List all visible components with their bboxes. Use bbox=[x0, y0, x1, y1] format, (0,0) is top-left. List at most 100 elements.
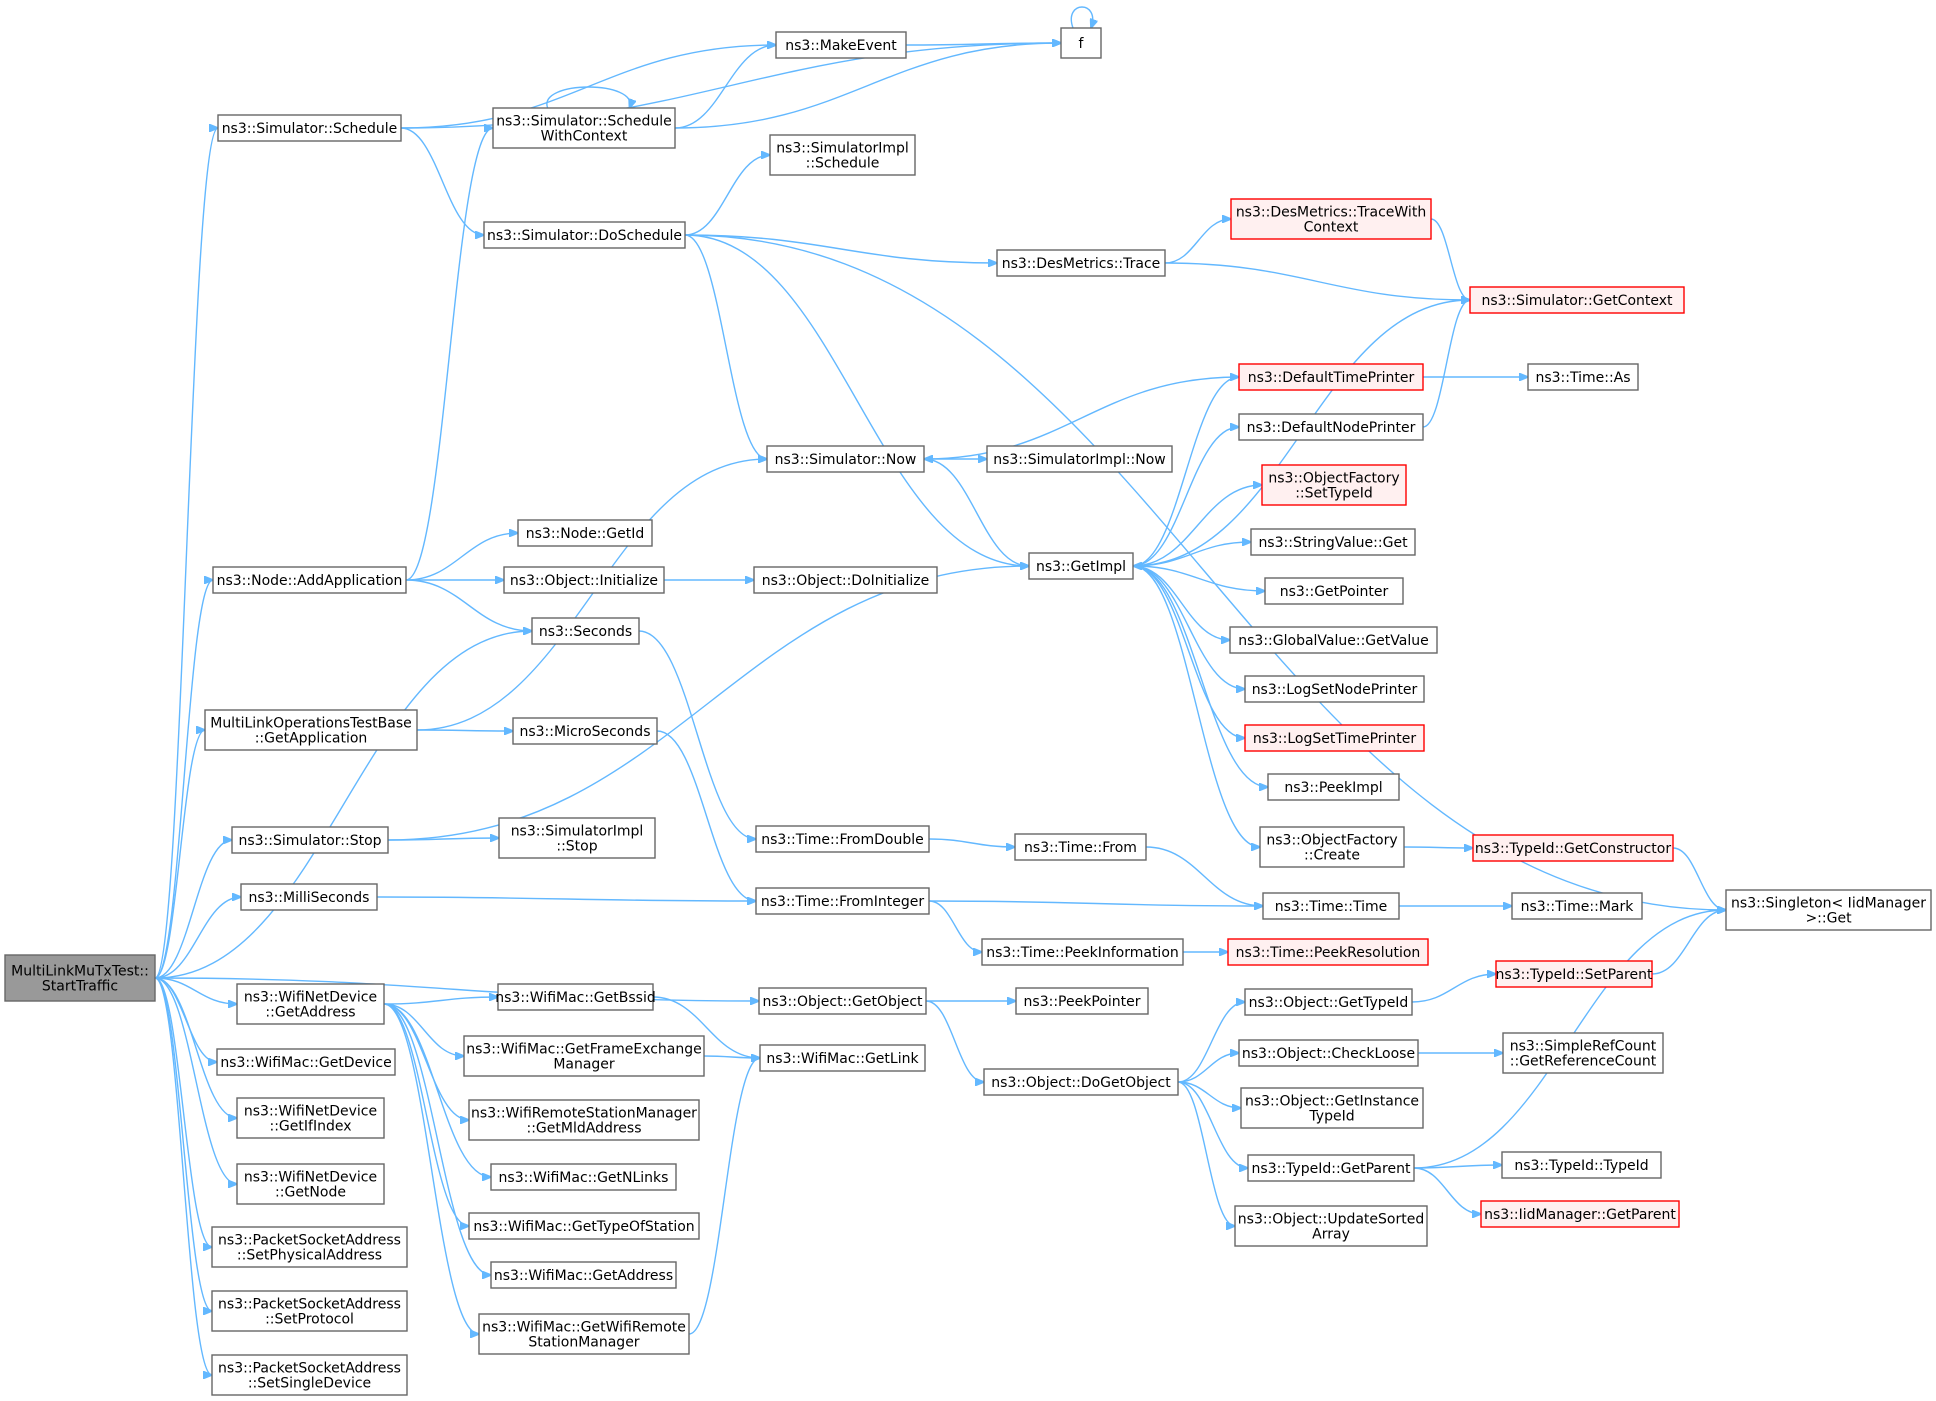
node-time-time[interactable]: ns3::Time::Time bbox=[1262, 892, 1400, 920]
node-box bbox=[1240, 1087, 1424, 1129]
node-wm-getlink[interactable]: ns3::WifiMac::GetLink bbox=[759, 1044, 926, 1072]
node-box bbox=[468, 1212, 700, 1240]
edge-line bbox=[405, 533, 518, 581]
node-label: ns3::WifiMac::GetNLinks bbox=[499, 1170, 669, 1186]
node-box bbox=[478, 1313, 690, 1355]
node-label: ns3::WifiNetDevice bbox=[244, 1104, 377, 1120]
node-time-fromdouble[interactable]: ns3::Time::FromDouble bbox=[755, 825, 930, 853]
node-peekimpl[interactable]: ns3::PeekImpl bbox=[1267, 773, 1400, 801]
node-sim-schedule[interactable]: ns3::Simulator::Schedule bbox=[217, 114, 402, 142]
node-box bbox=[1472, 834, 1674, 862]
node-time-peekinfo[interactable]: ns3::Time::PeekInformation bbox=[981, 938, 1184, 966]
node-wm-getaddress[interactable]: ns3::WifiMac::GetAddress bbox=[490, 1261, 677, 1289]
node-label: ns3::LogSetNodePrinter bbox=[1252, 682, 1418, 698]
node-obj-getobject[interactable]: ns3::Object::GetObject bbox=[758, 987, 927, 1015]
node-box bbox=[1238, 363, 1424, 391]
node-logsetnodeprinter[interactable]: ns3::LogSetNodePrinter bbox=[1244, 675, 1425, 703]
node-of-settypeid[interactable]: ns3::ObjectFactory::SetTypeId bbox=[1261, 464, 1407, 506]
node-node-addapp[interactable]: ns3::Node::AddApplication bbox=[212, 566, 407, 594]
node-time-peekres[interactable]: ns3::Time::PeekResolution bbox=[1227, 938, 1429, 966]
node-getimpl[interactable]: ns3::GetImpl bbox=[1028, 552, 1134, 580]
node-psa-setphys[interactable]: ns3::PacketSocketAddress::SetPhysicalAdd… bbox=[211, 1226, 408, 1268]
node-box bbox=[1247, 1154, 1415, 1182]
edge-line bbox=[154, 730, 205, 979]
node-psa-setsingle[interactable]: ns3::PacketSocketAddress::SetSingleDevic… bbox=[211, 1354, 408, 1396]
node-wm-getbssid[interactable]: ns3::WifiMac::GetBssid bbox=[495, 983, 656, 1011]
node-label: ::Create bbox=[1304, 848, 1360, 864]
node-box bbox=[1261, 464, 1407, 506]
edge-typeid-getparent-to-iidmanager-getparent bbox=[1413, 1167, 1481, 1214]
node-wm-gettypeofstation[interactable]: ns3::WifiMac::GetTypeOfStation bbox=[468, 1212, 700, 1240]
node-typeid-setparent[interactable]: ns3::TypeId::SetParent bbox=[1495, 960, 1653, 988]
node-time-from[interactable]: ns3::Time::From bbox=[1014, 833, 1147, 861]
node-defaultnodeprinter[interactable]: ns3::DefaultNodePrinter bbox=[1238, 413, 1424, 441]
edge-root-to-wnd-getnode bbox=[154, 977, 237, 1184]
node-time-fromint[interactable]: ns3::Time::FromInteger bbox=[755, 887, 930, 915]
node-of-create[interactable]: ns3::ObjectFactory::Create bbox=[1259, 826, 1405, 868]
node-defaulttimeprinter[interactable]: ns3::DefaultTimePrinter bbox=[1238, 363, 1424, 391]
node-peekpointer[interactable]: ns3::PeekPointer bbox=[1015, 987, 1149, 1015]
node-stringvalue-get[interactable]: ns3::StringValue::Get bbox=[1250, 528, 1416, 556]
node-simplerefcount[interactable]: ns3::SimpleRefCount::GetReferenceCount bbox=[1502, 1032, 1664, 1074]
edge-line bbox=[1164, 219, 1231, 264]
edge-getimpl-to-logsetnodeprinter bbox=[1132, 565, 1245, 689]
node-desmetrics-trace[interactable]: ns3::DesMetrics::Trace bbox=[996, 249, 1166, 277]
node-iidmanager-getparent[interactable]: ns3::IidManager::GetParent bbox=[1480, 1200, 1680, 1228]
node-microseconds[interactable]: ns3::MicroSeconds bbox=[512, 717, 658, 745]
node-label: ns3::MakeEvent bbox=[785, 38, 897, 54]
node-logsettimeprinter[interactable]: ns3::LogSetTimePrinter bbox=[1244, 724, 1425, 752]
node-sim-stop[interactable]: ns3::Simulator::Stop bbox=[231, 826, 389, 854]
node-wm-getnlinks[interactable]: ns3::WifiMac::GetNLinks bbox=[490, 1163, 677, 1191]
node-label: ns3::Time::Mark bbox=[1521, 899, 1635, 915]
node-simimpl-stop[interactable]: ns3::SimulatorImpl::Stop bbox=[498, 817, 656, 859]
edge-obj-dogetobject-to-obj-getinstancetypeid bbox=[1177, 1081, 1241, 1108]
node-getcontext[interactable]: ns3::Simulator::GetContext bbox=[1469, 286, 1685, 314]
node-sim-now[interactable]: ns3::Simulator::Now bbox=[766, 445, 925, 473]
node-typeid-getparent[interactable]: ns3::TypeId::GetParent bbox=[1247, 1154, 1415, 1182]
node-typeid-typeid[interactable]: ns3::TypeId::TypeId bbox=[1501, 1151, 1662, 1179]
node-wnd-getnode[interactable]: ns3::WifiNetDevice::GetNode bbox=[236, 1163, 385, 1205]
edge-obj-dogetobject-to-typeid-getparent bbox=[1177, 1081, 1248, 1168]
node-box bbox=[217, 114, 402, 142]
edge-line bbox=[1177, 1002, 1245, 1083]
node-simimpl-sched[interactable]: ns3::SimulatorImpl::Schedule bbox=[769, 134, 916, 176]
node-typeid-getctor[interactable]: ns3::TypeId::GetConstructor bbox=[1472, 834, 1674, 862]
edge-root-to-wnd-getaddress bbox=[154, 977, 237, 1004]
node-box bbox=[4, 954, 156, 1002]
node-box bbox=[1501, 1151, 1662, 1179]
node-obj-initialize[interactable]: ns3::Object::Initialize bbox=[503, 566, 665, 594]
node-obj-doinitialize[interactable]: ns3::Object::DoInitialize bbox=[753, 566, 938, 594]
node-obj-dogetobject[interactable]: ns3::Object::DoGetObject bbox=[983, 1068, 1179, 1096]
node-doschedule[interactable]: ns3::Simulator::DoSchedule bbox=[483, 221, 686, 249]
node-seconds[interactable]: ns3::Seconds bbox=[531, 617, 640, 645]
node-gv-getvalue[interactable]: ns3::GlobalValue::GetValue bbox=[1229, 626, 1438, 654]
node-getpointer[interactable]: ns3::GetPointer bbox=[1264, 577, 1404, 605]
node-wrsm-getmld[interactable]: ns3::WifiRemoteStationManager::GetMldAdd… bbox=[468, 1099, 700, 1141]
node-mlo-getapp[interactable]: MultiLinkOperationsTestBase::GetApplicat… bbox=[204, 709, 418, 751]
node-psa-setprotocol[interactable]: ns3::PacketSocketAddress::SetProtocol bbox=[211, 1290, 408, 1332]
node-simimpl-now[interactable]: ns3::SimulatorImpl::Now bbox=[986, 445, 1173, 473]
node-obj-gettypeid[interactable]: ns3::Object::GetTypeId bbox=[1244, 988, 1413, 1016]
node-singleton-get[interactable]: ns3::Singleton< IidManager >::Get bbox=[1725, 889, 1932, 931]
edge-line bbox=[376, 896, 756, 901]
edge-line bbox=[928, 900, 1263, 906]
node-milliseconds[interactable]: ns3::MilliSeconds bbox=[240, 883, 378, 911]
node-time-as[interactable]: ns3::Time::As bbox=[1527, 363, 1639, 391]
node-wm-getdevice[interactable]: ns3::WifiMac::GetDevice bbox=[216, 1048, 396, 1076]
node-obj-checkloose[interactable]: ns3::Object::CheckLoose bbox=[1238, 1039, 1419, 1067]
node-node-getid[interactable]: ns3::Node::GetId bbox=[517, 519, 653, 547]
node-makeevent[interactable]: ns3::MakeEvent bbox=[775, 31, 907, 59]
node-wnd-getifindex[interactable]: ns3::WifiNetDevice::GetIfIndex bbox=[236, 1097, 385, 1139]
edge-line bbox=[1177, 1081, 1241, 1108]
node-box bbox=[753, 566, 938, 594]
node-wnd-getaddress[interactable]: ns3::WifiNetDevice::GetAddress bbox=[236, 983, 385, 1025]
node-f[interactable]: f bbox=[1060, 27, 1102, 59]
node-label: ns3::WifiNetDevice bbox=[244, 1170, 377, 1186]
node-time-mark[interactable]: ns3::Time::Mark bbox=[1511, 892, 1643, 920]
node-wm-getwrsm[interactable]: ns3::WifiMac::GetWifiRemoteStationManage… bbox=[478, 1313, 690, 1355]
